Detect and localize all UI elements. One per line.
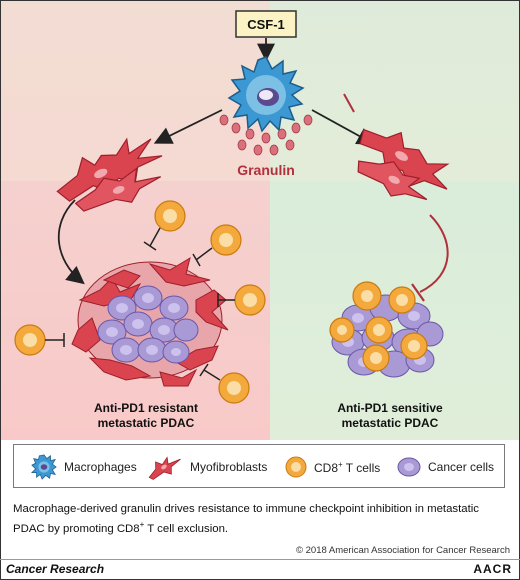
- sensitive-label-line2: metastatic PDAC: [342, 416, 439, 430]
- tcell-icon: [285, 456, 307, 478]
- activation-arrow-left: [153, 109, 223, 144]
- recruitment-arrow-left: [57, 199, 85, 285]
- copyright-notice: © 2018 American Association for Cancer R…: [296, 545, 510, 556]
- macrophage-icon: [30, 454, 57, 480]
- myofibroblast-right-2: [357, 160, 428, 201]
- macrophage-cell: [227, 56, 305, 133]
- sensitive-label-line1: Anti-PD1 sensitive: [337, 401, 443, 415]
- legend-item-macrophages: Macrophages: [30, 445, 137, 489]
- legend-item-cd8-tcells: CD8+ T cells: [284, 445, 380, 489]
- footer-divider: [0, 559, 520, 560]
- cancer-cell-icon: [397, 457, 421, 477]
- resistant-label-line1: Anti-PD1 resistant: [94, 401, 198, 415]
- excluded-tcells: [14, 200, 266, 404]
- legend-item-myofibroblasts: Myofibroblasts: [144, 445, 267, 489]
- legend-label-myofibroblasts: Myofibroblasts: [190, 460, 268, 474]
- tumor-cluster-resistant: [71, 256, 229, 387]
- legend-label-macrophages: Macrophages: [64, 460, 137, 474]
- journal-name: Cancer Research: [6, 562, 105, 576]
- myofibroblast-icon: [148, 456, 181, 480]
- inhibition-bar-right: [411, 283, 425, 302]
- inhibition-mark-top: [343, 93, 355, 113]
- csf1-label: CSF-1: [247, 17, 285, 32]
- tumor-cluster-sensitive: [329, 281, 444, 378]
- caption-line1: Macrophage-derived granulin drives resis…: [13, 503, 479, 515]
- myofibroblast-right: [359, 128, 450, 190]
- caption-line2: PDAC by promoting CD8+ T cell exclusion.: [13, 520, 229, 535]
- resistant-label-line2: metastatic PDAC: [98, 416, 195, 430]
- legend-label-cancer-cells: Cancer cells: [428, 460, 495, 474]
- inhibition-curve-right: [419, 214, 449, 293]
- legend: Macrophages Myofibroblasts CD8+ T cells …: [13, 444, 505, 488]
- myofibroblast-left-2: [74, 167, 162, 212]
- figure-caption: Macrophage-derived granulin drives resis…: [13, 502, 507, 537]
- legend-item-cancer-cells: Cancer cells: [396, 445, 494, 489]
- granulin-droplets: [219, 114, 313, 156]
- granulin-label: Granulin: [237, 162, 295, 178]
- publisher-logo: AACR: [473, 562, 512, 576]
- csf1-label-box: CSF-1: [235, 10, 297, 38]
- legend-label-cd8-tcells: CD8+ T cells: [314, 459, 381, 475]
- diagram-canvas: CSF-1 Granulin: [1, 1, 519, 440]
